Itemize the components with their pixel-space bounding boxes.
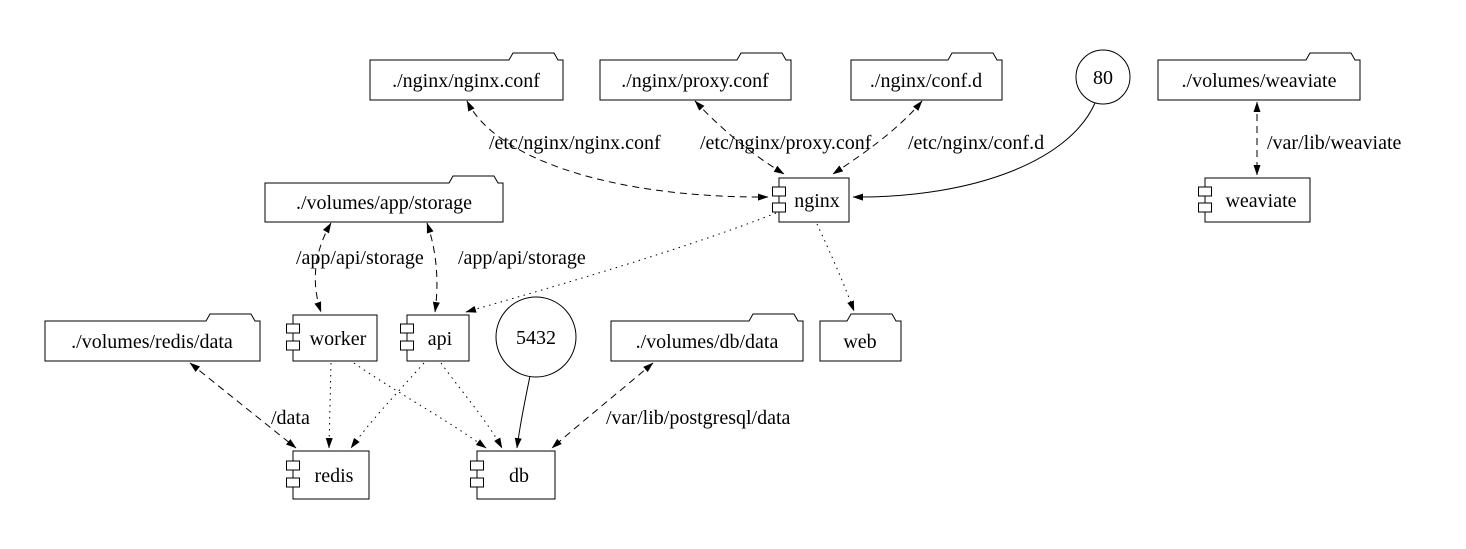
port-label: 5432 (516, 327, 556, 349)
edge-nginx-confd (832, 100, 923, 175)
folder-shape (369, 52, 564, 101)
edge-nginx-proxyconf (694, 100, 785, 175)
edge-label-etc-proxy-conf: /etc/nginx/proxy.conf (700, 132, 872, 154)
edge-label-app-storage-api: /app/api/storage (458, 247, 586, 269)
component-body (1204, 177, 1311, 223)
volume-label: ./volumes/weaviate (1182, 70, 1337, 92)
edge-label-etc-conf-d: /etc/nginx/conf.d (908, 132, 1044, 154)
port-circle (495, 296, 577, 378)
edge-label-data: /data (271, 407, 310, 429)
component-body (778, 177, 850, 223)
nodes-layer: ./nginx/nginx.conf ./nginx/proxy.conf ./… (44, 49, 1361, 500)
component-tab (286, 460, 300, 471)
edge-label-etc-nginx-conf: /etc/nginx/nginx.conf (489, 132, 661, 154)
edge-nginx-nginxconf (466, 100, 769, 201)
folder-shape (610, 313, 804, 362)
volume-label: ./nginx/nginx.conf (392, 70, 540, 92)
service-label: weaviate (1225, 190, 1296, 212)
service-node-nginx: nginx (772, 177, 850, 223)
port-node-5432: 5432 (495, 296, 577, 378)
component-tab (470, 460, 484, 471)
volume-node-redis-data: ./volumes/redis/data (44, 313, 261, 362)
component-tab (1198, 202, 1212, 213)
port-label: 80 (1093, 67, 1113, 89)
folder-node-web: web (819, 313, 902, 362)
edge-label-var-lib-weaviate: /var/lib/weaviate (1267, 132, 1402, 154)
port-circle (1075, 49, 1131, 105)
component-body (476, 450, 556, 500)
volume-label: ./volumes/redis/data (71, 331, 233, 353)
component-tab (772, 202, 786, 213)
service-node-weaviate: weaviate (1198, 177, 1311, 223)
component-body (292, 450, 370, 500)
service-label: worker (310, 328, 367, 350)
volume-node-app-storage: ./volumes/app/storage (264, 175, 504, 223)
volume-node-conf-d: ./nginx/conf.d (850, 52, 1003, 101)
volume-node-nginx-conf: ./nginx/nginx.conf (369, 52, 564, 101)
component-tab (286, 340, 300, 351)
edge-worker-db (353, 362, 487, 449)
folder-shape (599, 52, 792, 101)
folder-shape (264, 175, 504, 223)
volume-node-db-data: ./volumes/db/data (610, 313, 804, 362)
edges-layer (189, 100, 1261, 449)
folder-shape (819, 313, 902, 362)
edge-api-db (440, 362, 503, 449)
component-tab (400, 340, 414, 351)
volume-label: ./volumes/app/storage (296, 192, 472, 214)
folder-label: web (843, 331, 876, 353)
service-label: api (428, 328, 453, 350)
service-node-api: api (400, 314, 470, 362)
volume-label: ./nginx/conf.d (870, 70, 982, 92)
volume-node-proxy-conf: ./nginx/proxy.conf (599, 52, 792, 101)
component-tab (772, 186, 786, 197)
edge-nginx-web (816, 223, 855, 312)
component-tab (470, 477, 484, 488)
service-node-db: db (470, 450, 556, 500)
component-tab (286, 323, 300, 334)
edge-label-var-lib-postgresql: /var/lib/postgresql/data (606, 407, 791, 429)
service-label: redis (315, 465, 354, 487)
service-node-worker: worker (286, 314, 378, 362)
component-body (292, 314, 378, 362)
edge-labels-layer: /etc/nginx/nginx.conf /etc/nginx/proxy.c… (271, 132, 1402, 429)
component-body (406, 314, 470, 362)
edge-db-dbdata (551, 362, 654, 449)
volume-label: ./volumes/db/data (636, 331, 779, 353)
edge-nginx-api (465, 212, 777, 313)
component-tab (400, 323, 414, 334)
service-label: db (509, 465, 529, 487)
folder-shape (44, 313, 261, 362)
port-node-80: 80 (1075, 49, 1131, 105)
service-label: nginx (794, 190, 840, 212)
component-tab (1198, 186, 1212, 197)
component-tab (286, 477, 300, 488)
edge-label-app-storage-worker: /app/api/storage (296, 247, 424, 269)
folder-shape (1157, 52, 1361, 101)
volume-label: ./nginx/proxy.conf (621, 70, 769, 92)
service-node-redis: redis (286, 450, 370, 500)
edge-api-redis (350, 362, 425, 449)
edge-worker-redis (325, 362, 333, 449)
edge-port80-nginx (852, 102, 1096, 201)
edge-redis-redisdata (189, 362, 297, 449)
volume-node-weaviate: ./volumes/weaviate (1157, 52, 1361, 101)
folder-shape (850, 52, 1003, 101)
edge-api-appstorage (426, 222, 440, 313)
edge-port5432-db (514, 375, 531, 449)
